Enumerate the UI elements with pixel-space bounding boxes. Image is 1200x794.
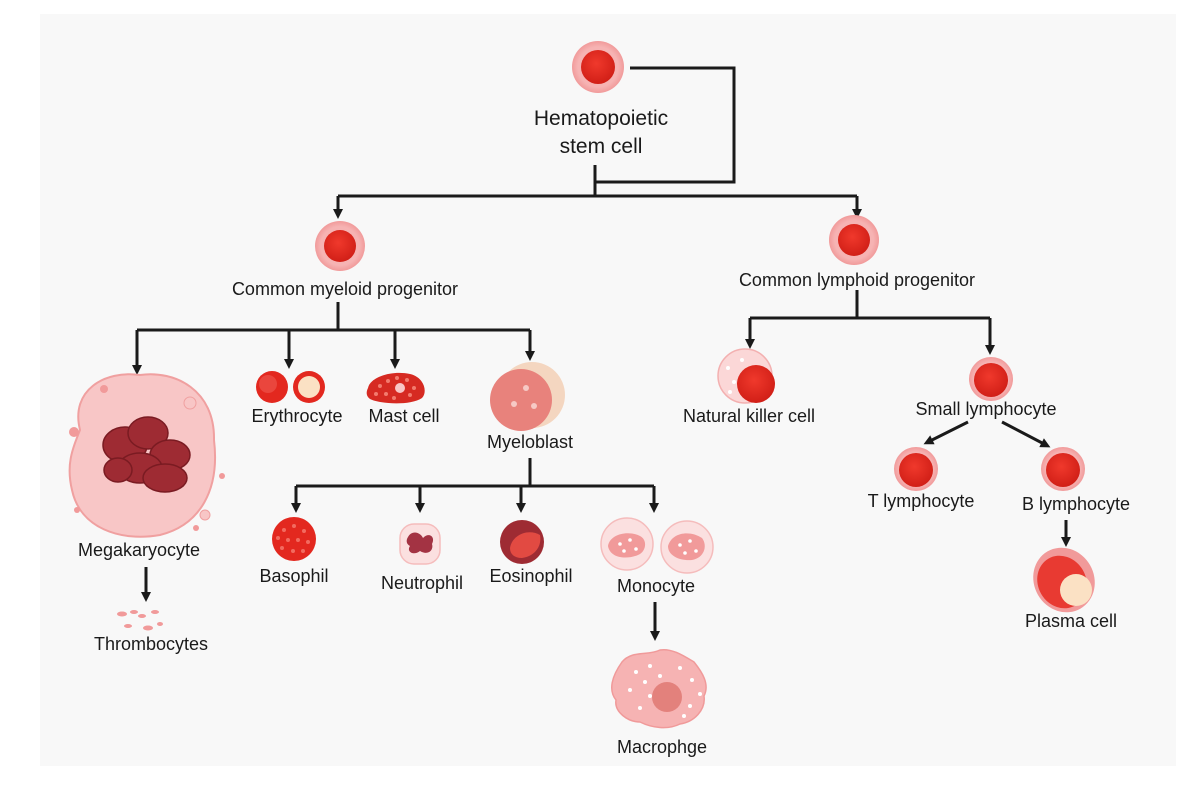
erythrocyte-label: Erythrocyte: [251, 406, 342, 426]
basophil-icon: [272, 517, 316, 561]
stem-cell-label-line2: stem cell: [560, 135, 643, 158]
myeloid-progenitor-label: Common myeloid progenitor: [232, 279, 458, 299]
megakaryocyte-icon: [68, 373, 225, 538]
neutrophil-icon: [399, 523, 441, 565]
macrophage-icon: [610, 648, 707, 729]
myeloblast-label: Myeloblast: [487, 432, 573, 452]
monocyte-label: Monocyte: [617, 576, 695, 596]
macrophage-label: Macrophge: [617, 737, 707, 757]
connectors: [132, 66, 1071, 641]
stem-cell-label-line1: Hematopoietic: [534, 107, 668, 130]
stem-cell-icon: [572, 41, 624, 93]
b-lymphocyte-icon: [1041, 447, 1085, 491]
arrow-to-t-lymphocyte: [923, 420, 969, 445]
neutrophil-label: Neutrophil: [381, 573, 463, 593]
monocyte-icon: [600, 517, 714, 574]
mast-cell-icon: [366, 372, 425, 404]
mast-cell-label: Mast cell: [368, 406, 439, 426]
root-bracket-line: [595, 66, 736, 184]
arrow-to-b-lymphocyte: [1001, 420, 1051, 448]
nk-cell-icon: [717, 348, 775, 404]
small-lymphocyte-label: Small lymphocyte: [915, 399, 1056, 419]
erythrocyte-icon: [256, 371, 325, 403]
t-lymphocyte-icon: [894, 447, 938, 491]
small-lymphocyte-icon: [969, 357, 1013, 401]
nk-cell-label: Natural killer cell: [683, 406, 815, 426]
thrombocytes-icon: [117, 610, 163, 631]
plasma-cell-label: Plasma cell: [1025, 611, 1117, 631]
lymphoid-progenitor-label: Common lymphoid progenitor: [739, 270, 975, 290]
eosinophil-label: Eosinophil: [489, 566, 572, 586]
basophil-label: Basophil: [259, 566, 328, 586]
b-lymphocyte-label: B lymphocyte: [1022, 494, 1130, 514]
plasma-cell-icon: [1033, 547, 1095, 613]
myeloid-progenitor-icon: [315, 221, 365, 271]
megakaryocyte-label: Megakaryocyte: [78, 540, 200, 560]
myeloblast-icon: [490, 362, 565, 431]
t-lymphocyte-label: T lymphocyte: [868, 491, 975, 511]
eosinophil-icon: [500, 520, 544, 564]
lymphoid-progenitor-icon: [829, 215, 879, 265]
thrombocytes-label: Thrombocytes: [94, 634, 208, 654]
